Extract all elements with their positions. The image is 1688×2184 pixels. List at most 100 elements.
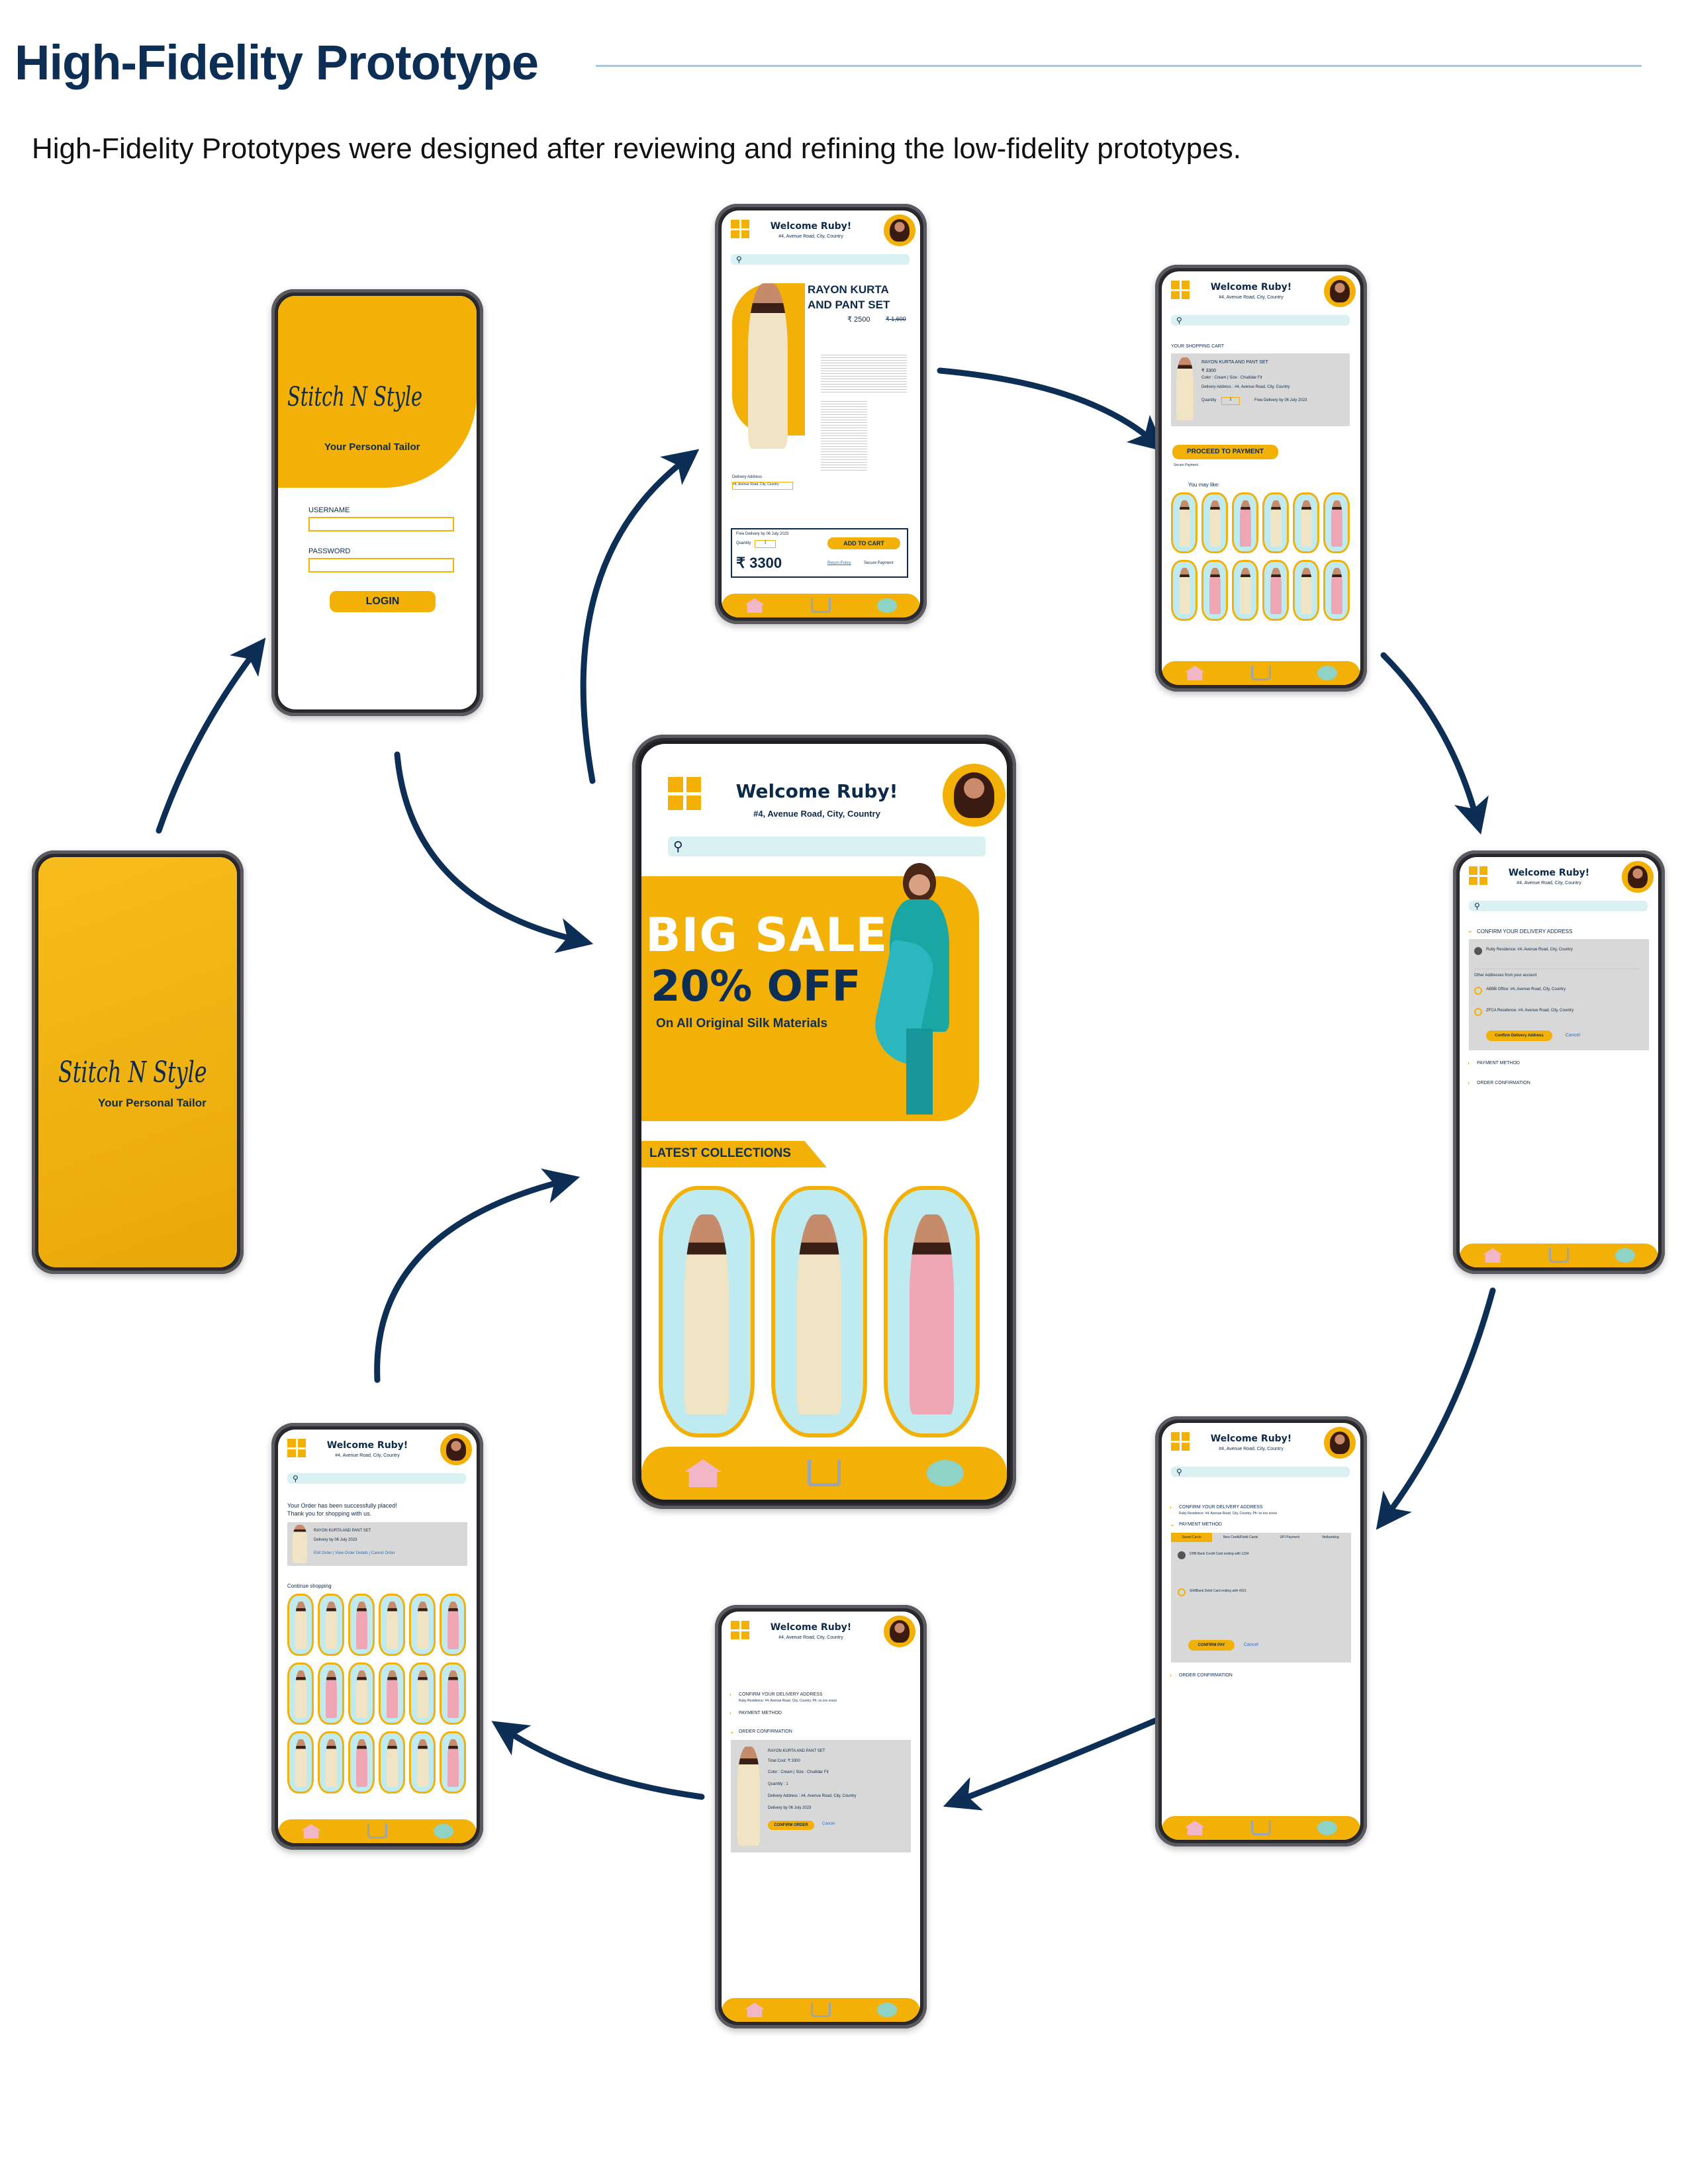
home-icon[interactable] bbox=[684, 1459, 722, 1487]
cart-icon[interactable] bbox=[367, 1824, 387, 1839]
step-payment-method[interactable]: PAYMENT METHOD bbox=[739, 1711, 782, 1715]
address-radio[interactable] bbox=[1474, 947, 1482, 955]
cart-icon[interactable] bbox=[1549, 1248, 1569, 1263]
card-radio[interactable] bbox=[1178, 1588, 1186, 1596]
product-thumb[interactable] bbox=[379, 1731, 405, 1794]
product-thumb[interactable] bbox=[1323, 560, 1350, 621]
address-radio[interactable] bbox=[1474, 987, 1482, 995]
product-thumb[interactable] bbox=[1262, 492, 1289, 553]
product-thumb[interactable] bbox=[379, 1662, 405, 1725]
cart-quantity-stepper[interactable]: 1 bbox=[1221, 397, 1240, 405]
product-thumb[interactable] bbox=[409, 1594, 436, 1656]
collection-item[interactable] bbox=[771, 1186, 867, 1437]
cart-icon[interactable] bbox=[808, 1460, 841, 1486]
step-payment-method[interactable]: PAYMENT METHOD bbox=[1477, 1061, 1520, 1066]
cart-icon[interactable] bbox=[811, 598, 831, 613]
home-icon[interactable] bbox=[301, 1824, 321, 1839]
menu-grid-icon[interactable] bbox=[731, 220, 749, 238]
proceed-to-payment-button[interactable]: PROCEED TO PAYMENT bbox=[1172, 445, 1278, 459]
product-thumb[interactable] bbox=[1323, 492, 1350, 553]
search-input[interactable]: ⚲ bbox=[731, 254, 910, 265]
order-links[interactable]: Edit Order | View Order Details | Cancel… bbox=[314, 1551, 395, 1555]
chat-icon[interactable] bbox=[877, 2003, 897, 2017]
collection-item[interactable] bbox=[884, 1186, 980, 1437]
home-icon[interactable] bbox=[1483, 1248, 1503, 1263]
confirm-pay-button[interactable]: CONFIRM PAY bbox=[1188, 1640, 1235, 1651]
home-icon[interactable] bbox=[745, 598, 765, 613]
profile-avatar[interactable] bbox=[1324, 1427, 1356, 1459]
menu-grid-icon[interactable] bbox=[668, 777, 701, 810]
step-order-confirmation[interactable]: ORDER CONFIRMATION bbox=[1477, 1081, 1530, 1085]
delivery-field[interactable]: #4, Avenue Road, City, Country bbox=[732, 482, 793, 490]
product-thumb[interactable] bbox=[1201, 560, 1228, 621]
chat-icon[interactable] bbox=[1317, 666, 1337, 680]
product-thumb[interactable] bbox=[287, 1662, 314, 1725]
home-icon[interactable] bbox=[745, 2003, 765, 2017]
chat-icon[interactable] bbox=[927, 1460, 964, 1486]
profile-avatar[interactable] bbox=[884, 214, 915, 246]
menu-grid-icon[interactable] bbox=[1171, 281, 1190, 299]
product-thumb[interactable] bbox=[1293, 492, 1319, 553]
menu-grid-icon[interactable] bbox=[1469, 866, 1487, 885]
product-thumb[interactable] bbox=[1201, 492, 1228, 553]
card-radio[interactable] bbox=[1178, 1551, 1186, 1559]
tab-new-cards[interactable]: New Credit/Debit Cards bbox=[1223, 1535, 1258, 1539]
tab-saved-cards[interactable]: Saved Cards bbox=[1171, 1533, 1212, 1542]
product-thumb[interactable] bbox=[287, 1594, 314, 1656]
menu-grid-icon[interactable] bbox=[731, 1621, 749, 1639]
product-thumb[interactable] bbox=[318, 1662, 344, 1725]
search-input[interactable]: ⚲ bbox=[1171, 1467, 1350, 1477]
step-confirm-address[interactable]: CONFIRM YOUR DELIVERY ADDRESS bbox=[1179, 1505, 1263, 1510]
product-thumb[interactable] bbox=[1293, 560, 1319, 621]
chat-icon[interactable] bbox=[877, 598, 897, 613]
search-input[interactable]: ⚲ bbox=[668, 837, 986, 856]
cart-icon[interactable] bbox=[1251, 666, 1271, 680]
chat-icon[interactable] bbox=[434, 1824, 453, 1839]
product-thumb[interactable] bbox=[440, 1594, 466, 1656]
address-radio[interactable] bbox=[1474, 1008, 1482, 1016]
profile-avatar[interactable] bbox=[1324, 275, 1356, 307]
tab-upi[interactable]: UPI Payment bbox=[1280, 1535, 1299, 1539]
product-thumb[interactable] bbox=[440, 1731, 466, 1794]
product-thumb[interactable] bbox=[318, 1594, 344, 1656]
menu-grid-icon[interactable] bbox=[1171, 1432, 1190, 1451]
menu-grid-icon[interactable] bbox=[287, 1439, 306, 1457]
product-thumb[interactable] bbox=[1232, 492, 1258, 553]
cancel-link[interactable]: Cancel bbox=[822, 1822, 835, 1826]
product-thumb[interactable] bbox=[318, 1731, 344, 1794]
step-order-confirmation[interactable]: ORDER CONFIRMATION bbox=[1179, 1673, 1233, 1678]
collection-item[interactable] bbox=[659, 1186, 755, 1437]
search-input[interactable]: ⚲ bbox=[287, 1473, 466, 1484]
chat-icon[interactable] bbox=[1615, 1248, 1635, 1263]
product-thumb[interactable] bbox=[1232, 560, 1258, 621]
product-thumb[interactable] bbox=[409, 1662, 436, 1725]
profile-avatar[interactable] bbox=[884, 1615, 915, 1647]
chat-icon[interactable] bbox=[1317, 1821, 1337, 1835]
confirm-address-button[interactable]: Confirm Delivery Address bbox=[1486, 1030, 1552, 1041]
product-thumb[interactable] bbox=[440, 1662, 466, 1725]
profile-avatar[interactable] bbox=[943, 764, 1006, 827]
product-thumb[interactable] bbox=[1171, 492, 1197, 553]
add-to-cart-button[interactable]: ADD TO CART bbox=[827, 537, 900, 549]
login-button[interactable]: LOGIN bbox=[330, 591, 436, 612]
step-confirm-address[interactable]: CONFIRM YOUR DELIVERY ADDRESS bbox=[739, 1692, 823, 1697]
home-icon[interactable] bbox=[1185, 1821, 1205, 1835]
step-confirm-address[interactable]: CONFIRM YOUR DELIVERY ADDRESS bbox=[1477, 929, 1573, 934]
search-input[interactable]: ⚲ bbox=[1469, 901, 1648, 911]
product-thumb[interactable] bbox=[348, 1731, 375, 1794]
product-thumb[interactable] bbox=[348, 1662, 375, 1725]
cart-icon[interactable] bbox=[811, 2003, 831, 2017]
username-input[interactable] bbox=[308, 517, 454, 531]
product-thumb[interactable] bbox=[409, 1731, 436, 1794]
return-policy-link[interactable]: Return Policy bbox=[827, 561, 851, 565]
home-icon[interactable] bbox=[1185, 666, 1205, 680]
step-payment-method[interactable]: PAYMENT METHOD bbox=[1179, 1522, 1222, 1527]
confirm-order-button[interactable]: CONFIRM ORDER bbox=[768, 1821, 814, 1830]
product-thumb[interactable] bbox=[287, 1731, 314, 1794]
search-input[interactable]: ⚲ bbox=[1171, 315, 1350, 326]
password-input[interactable] bbox=[308, 558, 454, 572]
product-thumb[interactable] bbox=[348, 1594, 375, 1656]
profile-avatar[interactable] bbox=[1622, 861, 1654, 893]
product-thumb[interactable] bbox=[379, 1594, 405, 1656]
profile-avatar[interactable] bbox=[440, 1433, 472, 1465]
